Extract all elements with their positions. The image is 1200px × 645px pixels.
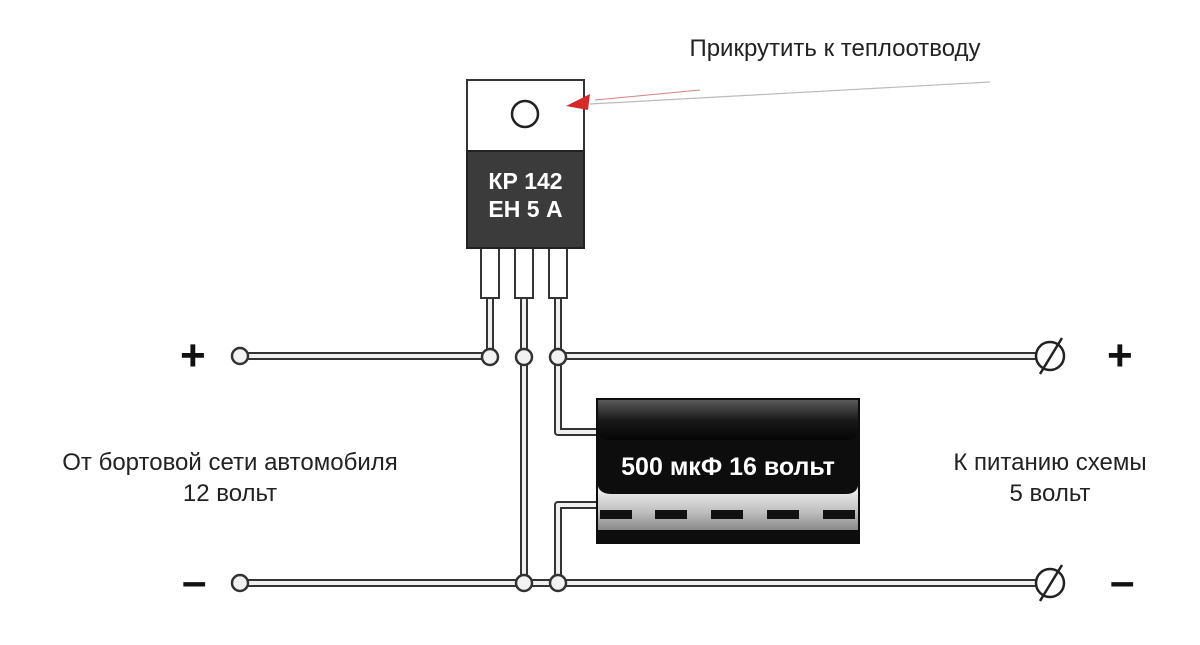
input-description-line2: 12 вольт (182, 480, 278, 507)
capacitor (596, 398, 860, 544)
regulator-body (466, 150, 585, 249)
regulator-label-line2: ЕН 5 А (488, 196, 563, 222)
input-minus-sign: – (182, 557, 207, 606)
output-plus-terminal (1034, 337, 1066, 375)
output-terminals (1034, 337, 1066, 602)
regulator-label-line1: КР 142 (488, 168, 563, 194)
annotation-arrow (566, 81, 991, 110)
input-plus-terminal (230, 346, 250, 366)
output-plus-sign: + (1107, 331, 1133, 380)
voltage-regulator (466, 79, 585, 299)
output-description-line2: 5 вольт (1009, 480, 1091, 507)
output-minus-sign: – (1110, 557, 1135, 606)
heatsink-annotation: Прикрутить к теплоотводу (689, 35, 981, 62)
output-description-line1: К питанию схемы (953, 449, 1147, 476)
polarity-marks (600, 510, 855, 519)
mounting-hole (510, 99, 540, 129)
wires (236, 296, 1054, 587)
input-minus-terminal (230, 573, 250, 593)
input-plus-sign: + (180, 331, 206, 380)
input-description-line1: От бортовой сети автомобиля (62, 449, 398, 476)
capacitor-label: 500 мкФ 16 вольт (621, 453, 835, 481)
junctions (230, 346, 568, 593)
output-minus-terminal (1034, 564, 1066, 602)
